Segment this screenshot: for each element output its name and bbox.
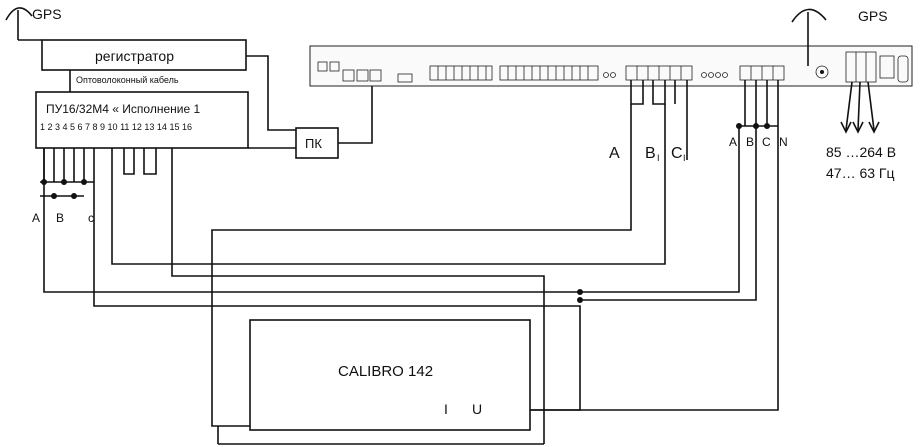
pk-device-wire: [338, 80, 373, 144]
current-loop-b: [652, 80, 666, 105]
phase-label-a: A: [32, 211, 40, 225]
current-label-c: C: [671, 145, 683, 162]
current-label-b: B: [645, 145, 656, 162]
voltage-label-c: C: [762, 135, 771, 149]
voltage-line-b: [580, 126, 757, 301]
current-line-b: [111, 104, 666, 265]
current-label-b-sub: I: [657, 153, 660, 163]
calibro-label: CALIBRO 142: [338, 363, 433, 380]
voltage-label-a: A: [729, 135, 737, 149]
calibro-terminal-i: I: [444, 401, 448, 417]
gps-left-label: GPS: [32, 6, 62, 22]
voltage-label-b: B: [746, 135, 754, 149]
gps-antenna-right-icon: [791, 8, 827, 66]
phase-label-c: c: [88, 211, 94, 225]
supply-voltage-label: 85 …264 В: [826, 144, 896, 160]
device-front-panel: [309, 45, 913, 87]
registrator-pk-wire: [246, 55, 296, 131]
gps-right-label: GPS: [858, 8, 888, 24]
voltage-line-a: [43, 126, 740, 293]
current-label-c-sub: I: [683, 153, 686, 163]
calibro-terminal-u: U: [472, 401, 482, 417]
supply-frequency-label: 47… 63 Гц: [826, 165, 895, 181]
pu-device-box: [35, 91, 249, 149]
phase-label-b: B: [56, 211, 64, 225]
calibro-box: [249, 319, 531, 431]
pk-label: ПК: [305, 136, 322, 151]
registrator-box: [41, 39, 247, 71]
gps-antenna-left-icon: [5, 7, 42, 41]
pu-device-pins: 1 2 3 4 5 6 7 8 9 10 11 12 13 14 15 16: [40, 122, 192, 132]
voltage-line-n: [492, 126, 779, 411]
fiber-cable-label: Оптоволоконный кабель: [76, 75, 179, 85]
power-supply-arrows-icon: [840, 81, 880, 134]
pu-device-title: ПУ16/32М4 « Исполнение 1: [46, 102, 200, 116]
current-loop-a: [630, 80, 644, 105]
voltage-label-n: N: [779, 135, 788, 149]
registrator-label: регистратор: [95, 48, 174, 64]
current-label-a: A: [609, 145, 620, 162]
